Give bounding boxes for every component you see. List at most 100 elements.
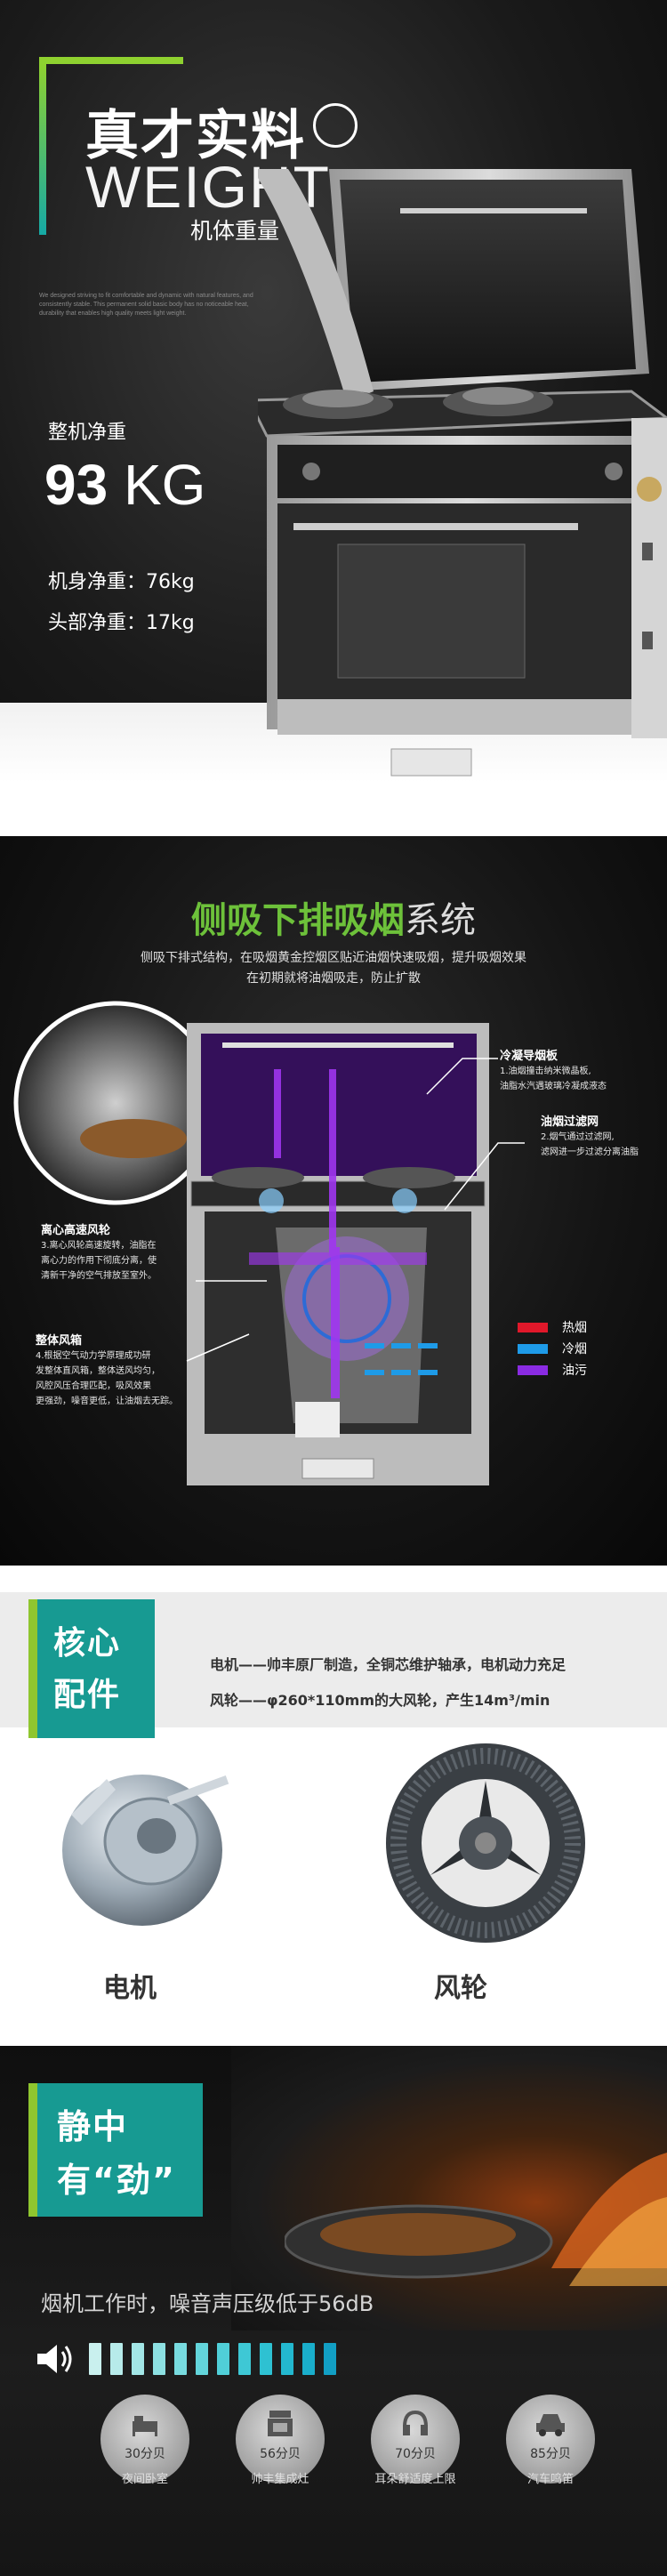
quiet-badge-line2: 有“劲” — [57, 2161, 176, 2200]
quiet-section: 静中 有“劲” 烟机工作时，噪音声压级低于56dB 30分贝 夜间卧室 56分贝 — [0, 2046, 667, 2576]
callout-condensing-plate-text: 1.油烟撞击纳米微晶板, 油脂水汽遇玻璃冷凝成液态 — [500, 1064, 607, 1094]
level-85db-value: 85分贝 — [530, 2447, 571, 2461]
car-icon — [536, 2414, 565, 2436]
noise-bar — [281, 2343, 293, 2375]
callout-1-line-1: 1.油烟撞击纳米微晶板, — [500, 1067, 591, 1076]
noise-bar — [153, 2343, 165, 2375]
fan-wheel-spec: 风轮——φ260*110mm的大风轮，产生14m³/min — [210, 1692, 550, 1709]
callout-4-line-1: 4.根据空气动力学原理成功研 — [36, 1351, 151, 1361]
level-30db-label: 夜间卧室 — [121, 2473, 168, 2486]
body-weight: 机身净重：76kg — [48, 571, 195, 593]
level-56db-value: 56分贝 — [260, 2447, 301, 2461]
title-frame — [39, 57, 183, 235]
weight-section: 真才实料 WEIGHT 机体重量 We designed striving to… — [0, 0, 667, 836]
callout-filter-text: 2.烟气通过过滤网, 滤网进一步过滤分离油脂 — [541, 1130, 639, 1160]
suction-title-white: 系统 — [405, 900, 476, 941]
noise-bar — [217, 2343, 229, 2375]
level-30db-disc: 30分贝 — [100, 2395, 189, 2483]
core-badge-line2: 配件 — [53, 1677, 122, 1713]
legend-swatch-cold — [518, 1343, 548, 1354]
motor-caption: 电机 — [103, 1973, 157, 2004]
callout-filter-title: 油烟过滤网 — [541, 1115, 599, 1129]
noise-bar — [260, 2343, 272, 2375]
noise-bar — [196, 2343, 208, 2375]
callout-condensing-plate-title: 冷凝导烟板 — [500, 1050, 559, 1063]
legend-hot-smoke: 热烟 — [518, 1316, 587, 1338]
callout-4-line-2: 发整体直风箱，整体送风均匀， — [36, 1366, 160, 1376]
legend-oil: 油污 — [518, 1359, 587, 1381]
fan-wheel-image — [386, 1743, 585, 1943]
level-56db: 56分贝 帅丰集成灶 — [222, 2395, 338, 2486]
suction-title-green: 侧吸下排吸烟 — [191, 900, 405, 941]
noise-level-bars — [89, 2343, 345, 2379]
legend-cold-smoke: 冷烟 — [518, 1338, 587, 1359]
level-85db-label: 汽车鸣笛 — [526, 2473, 574, 2486]
legend-swatch-hot — [518, 1322, 548, 1332]
callout-fan-wheel-title: 离心高速风轮 — [41, 1224, 111, 1237]
level-56db-disc: 56分贝 — [236, 2395, 325, 2483]
suction-desc-line2: 在初期就将油烟吸走，防止扩散 — [246, 971, 421, 986]
suction-title: 侧吸下排吸烟系统 — [0, 891, 667, 943]
noise-bar — [132, 2343, 144, 2375]
quiet-badge-line1: 静中 — [57, 2107, 129, 2146]
level-85db-disc: 85分贝 — [506, 2395, 595, 2483]
suction-section: 侧吸下排吸烟系统 侧吸下排式结构，在吸烟黄金控烟区贴近油烟快速吸烟，提升吸烟效果… — [0, 836, 667, 1566]
flow-legend: 热烟 冷烟 油污 — [518, 1316, 587, 1381]
level-30db: 30分贝 夜间卧室 — [87, 2395, 203, 2486]
net-weight: 93 KG — [44, 452, 205, 518]
callout-air-box-text: 4.根据空气动力学原理成功研 发整体直风箱，整体送风均匀， 风腔风压合理匹配，吸… — [36, 1348, 178, 1409]
weight-title: 真才实料 — [85, 105, 306, 167]
net-weight-unit: KG — [123, 453, 206, 517]
weight-subtitle: 机体重量 — [190, 218, 280, 244]
callout-2-line-1: 2.烟气通过过滤网, — [541, 1132, 615, 1142]
level-56db-label: 帅丰集成灶 — [251, 2473, 309, 2486]
callout-3-line-2: 离心力的作用下彻底分离，使 — [41, 1256, 157, 1266]
integrated-stove-image — [258, 169, 667, 777]
noise-bar — [324, 2343, 336, 2375]
motor-image — [62, 1775, 229, 1926]
airflow-diagram — [13, 1001, 525, 1485]
noise-bar — [110, 2343, 123, 2375]
level-70db: 70分贝 耳朵舒适度上限 — [358, 2395, 473, 2486]
speaker-icon — [37, 2345, 72, 2373]
core-parts-section: 核心 配件 电机——帅丰原厂制造，全铜芯维护轴承，电机动力充足 风轮——φ260… — [0, 1566, 667, 2046]
noise-statement: 烟机工作时，噪音声压级低于56dB — [41, 2291, 374, 2316]
headphones-icon — [403, 2410, 428, 2435]
legend-label-cold: 冷烟 — [562, 1342, 587, 1356]
noise-bar — [302, 2343, 315, 2375]
level-70db-label: 耳朵舒适度上限 — [374, 2473, 456, 2486]
noise-bar — [89, 2343, 101, 2375]
fine-print: We designed striving to fit comfortable … — [39, 293, 253, 317]
stove-icon — [268, 2411, 293, 2436]
callout-4-line-4: 更强劲，噪音更低，让油烟去无踪。 — [36, 1397, 178, 1406]
quiet-badge: 静中 有“劲” — [28, 2083, 203, 2217]
wok-illustration — [285, 2153, 667, 2286]
legend-swatch-oil — [518, 1364, 548, 1375]
motor-spec: 电机——帅丰原厂制造，全铜芯维护轴承，电机动力充足 — [210, 1656, 567, 1673]
callout-1-line-2: 油脂水汽遇玻璃冷凝成液态 — [500, 1082, 607, 1091]
level-70db-value: 70分贝 — [395, 2447, 436, 2461]
suction-description: 侧吸下排式结构，在吸烟黄金控烟区贴近油烟快速吸烟，提升吸烟效果 在初期就将油烟吸… — [0, 948, 667, 989]
callout-fan-wheel-text: 3.离心风轮高速旋转，油脂在 离心力的作用下彻底分离，使 清新干净的空气排放至室… — [41, 1238, 157, 1284]
bed-icon — [133, 2416, 157, 2436]
noise-bar — [174, 2343, 187, 2375]
noise-bar — [238, 2343, 251, 2375]
spec-band: 核心 配件 电机——帅丰原厂制造，全铜芯维护轴承，电机动力充足 风轮——φ260… — [0, 1592, 667, 1738]
noise-comparison: 30分贝 夜间卧室 56分贝 帅丰集成灶 70分贝 耳朵舒适度上限 — [0, 2395, 667, 2510]
level-70db-disc: 70分贝 — [371, 2395, 460, 2483]
net-weight-value: 93 — [44, 453, 108, 517]
callout-3-line-3: 清新干净的空气排放至室外。 — [41, 1271, 157, 1281]
circle-ornament — [313, 103, 358, 148]
fan-wheel-caption: 风轮 — [434, 1973, 487, 2004]
core-parts-badge: 核心 配件 — [28, 1599, 155, 1738]
legend-label-hot: 热烟 — [562, 1321, 587, 1335]
net-weight-label: 整机净重 — [48, 422, 127, 444]
core-badge-line1: 核心 — [53, 1625, 122, 1662]
level-30db-value: 30分贝 — [125, 2447, 165, 2461]
callout-3-line-1: 3.离心风轮高速旋转，油脂在 — [41, 1241, 157, 1251]
callout-4-line-3: 风腔风压合理匹配，吸风效果 — [36, 1381, 151, 1391]
level-85db: 85分贝 汽车鸣笛 — [493, 2395, 608, 2486]
head-weight: 头部净重：17kg — [48, 612, 195, 634]
callout-air-box-title: 整体风箱 — [36, 1334, 83, 1348]
